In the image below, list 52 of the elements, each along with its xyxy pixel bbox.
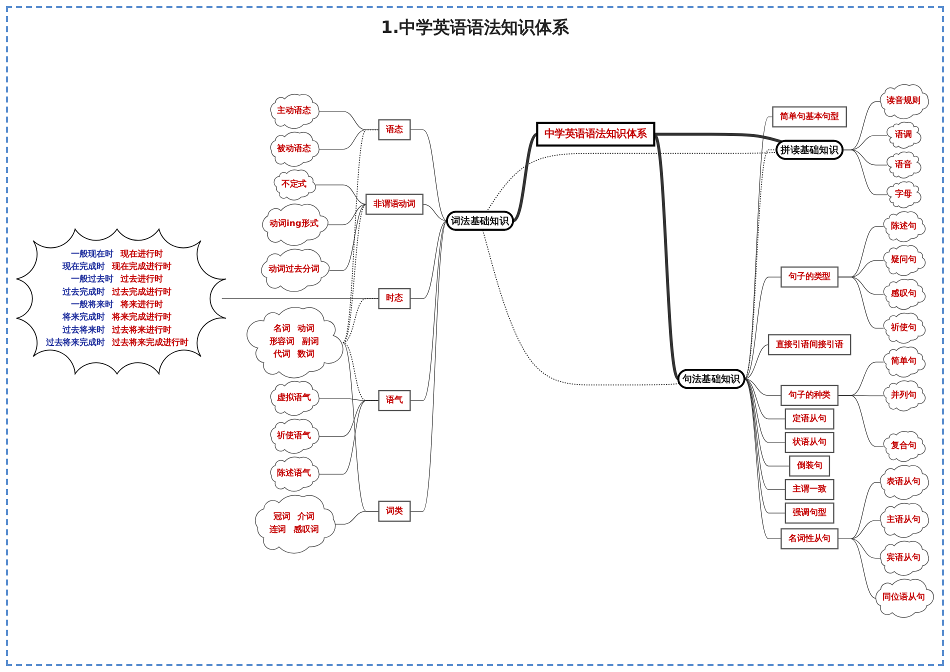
connector	[744, 378, 786, 514]
connector	[342, 298, 380, 344]
connector	[838, 538, 876, 599]
connector	[222, 298, 380, 299]
connector	[318, 129, 380, 150]
connector	[329, 204, 366, 271]
connector	[744, 378, 782, 540]
connector	[315, 184, 366, 205]
connector	[842, 150, 888, 196]
connector	[744, 344, 769, 380]
connector	[744, 378, 786, 490]
node-box	[536, 122, 656, 147]
node-box	[789, 455, 830, 477]
node-box	[378, 288, 411, 310]
connector	[744, 276, 782, 380]
node-box	[784, 408, 834, 430]
node-box	[378, 500, 411, 522]
node-box	[378, 119, 411, 140]
connector	[410, 220, 448, 299]
node-box	[366, 194, 424, 215]
diagram-title: 1.中学英语语法知识体系	[380, 17, 570, 39]
connector	[744, 149, 777, 380]
connector	[654, 132, 782, 144]
connector	[486, 152, 778, 212]
connector	[512, 132, 539, 222]
connector	[410, 220, 448, 401]
connector	[744, 378, 782, 396]
node-box	[378, 390, 411, 412]
connector	[342, 204, 367, 344]
connector	[318, 400, 380, 474]
connector	[744, 378, 786, 443]
connector	[422, 204, 448, 222]
node-box	[784, 502, 834, 524]
connector	[410, 220, 448, 512]
connector	[744, 378, 786, 420]
node-box	[784, 432, 834, 454]
connector	[342, 342, 380, 512]
connector	[410, 129, 448, 222]
connector	[744, 378, 790, 466]
connector	[482, 230, 680, 386]
node-box	[780, 384, 839, 406]
node-box	[780, 528, 839, 550]
connector	[342, 342, 380, 402]
connector	[838, 276, 884, 328]
node-box	[780, 266, 839, 288]
connector	[744, 116, 774, 380]
connector	[342, 129, 380, 344]
connector	[335, 510, 380, 525]
node-box	[784, 479, 834, 500]
connector	[838, 395, 884, 447]
connector	[328, 204, 366, 226]
node-box	[772, 106, 847, 128]
